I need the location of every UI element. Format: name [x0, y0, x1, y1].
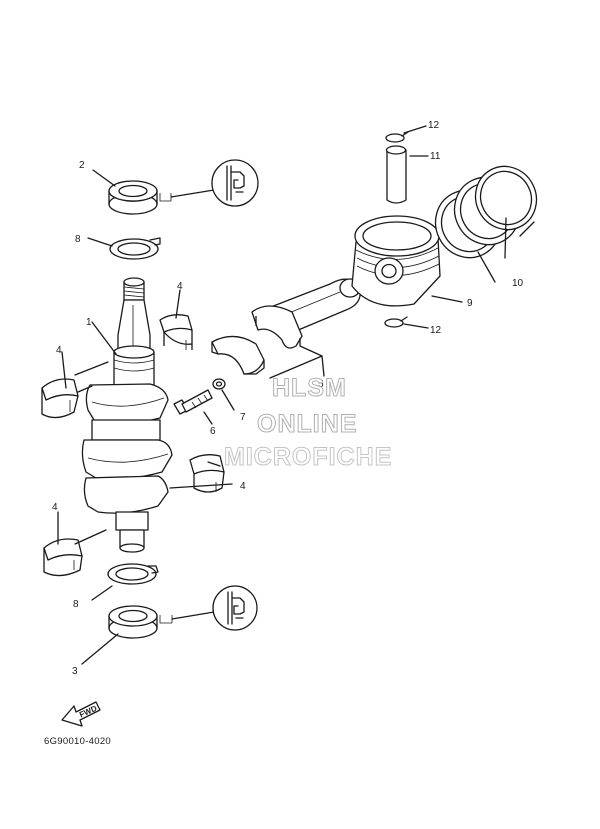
piston-ring-set[interactable]	[424, 156, 548, 269]
watermark: HLSM ONLINE MICROFICHE	[224, 374, 392, 472]
circlip-lower[interactable]	[107, 563, 159, 585]
callout-1: 1	[86, 317, 92, 328]
main-bearing-upper-right[interactable]	[159, 314, 193, 350]
callouts: 1 2 3 4 4 4 4 5 6 7 8 8 9 10 11 12 12	[52, 120, 524, 677]
connecting-rod[interactable]	[251, 278, 361, 349]
callout-9: 9	[467, 298, 473, 309]
callout-8-upper: 8	[75, 234, 81, 245]
watermark-line-1: HLSM	[272, 374, 347, 402]
callout-4-upper-right: 4	[177, 281, 183, 292]
oil-seal-upper[interactable]	[108, 180, 158, 215]
seal-lip-detail-upper	[159, 159, 259, 207]
callout-12-lower: 12	[430, 325, 442, 336]
piston-pin[interactable]	[385, 145, 407, 204]
circlip-upper[interactable]	[109, 237, 161, 260]
callout-11: 11	[430, 151, 441, 162]
rod-bolt[interactable]	[173, 389, 213, 415]
callout-4-upper-left: 4	[56, 345, 62, 356]
callout-4-lower-right: 4	[240, 481, 246, 492]
watermark-line-2: ONLINE	[257, 410, 357, 438]
piston[interactable]	[351, 215, 441, 307]
callout-10: 10	[512, 278, 524, 289]
oil-seal-lower[interactable]	[108, 605, 158, 639]
callout-2: 2	[79, 160, 85, 171]
callout-12-upper: 12	[428, 120, 440, 131]
forward-direction-arrow: FWD	[61, 701, 101, 727]
callout-7: 7	[240, 412, 246, 423]
piston-pin-clip-upper[interactable]	[385, 131, 409, 143]
callout-5: 5	[318, 379, 324, 390]
watermark-line-3: MICROFICHE	[224, 443, 392, 471]
leader-lines	[57, 125, 535, 665]
callout-8-lower: 8	[73, 599, 79, 610]
fwd-label: FWD	[78, 704, 99, 720]
main-bearing-lower-right[interactable]	[189, 454, 225, 493]
washer[interactable]	[212, 378, 226, 390]
drawing-number: 6G90010-4020	[44, 736, 111, 747]
main-bearing-lower-left[interactable]	[43, 538, 83, 577]
callout-3: 3	[72, 666, 78, 677]
connecting-rod-cap[interactable]	[211, 335, 265, 375]
callout-6: 6	[210, 426, 216, 437]
main-bearing-upper-left[interactable]	[41, 378, 79, 419]
crankshaft[interactable]	[81, 277, 173, 553]
piston-pin-clip-lower[interactable]	[384, 316, 408, 328]
seal-lip-detail-lower	[159, 585, 258, 631]
callout-4-lower-left: 4	[52, 502, 58, 513]
